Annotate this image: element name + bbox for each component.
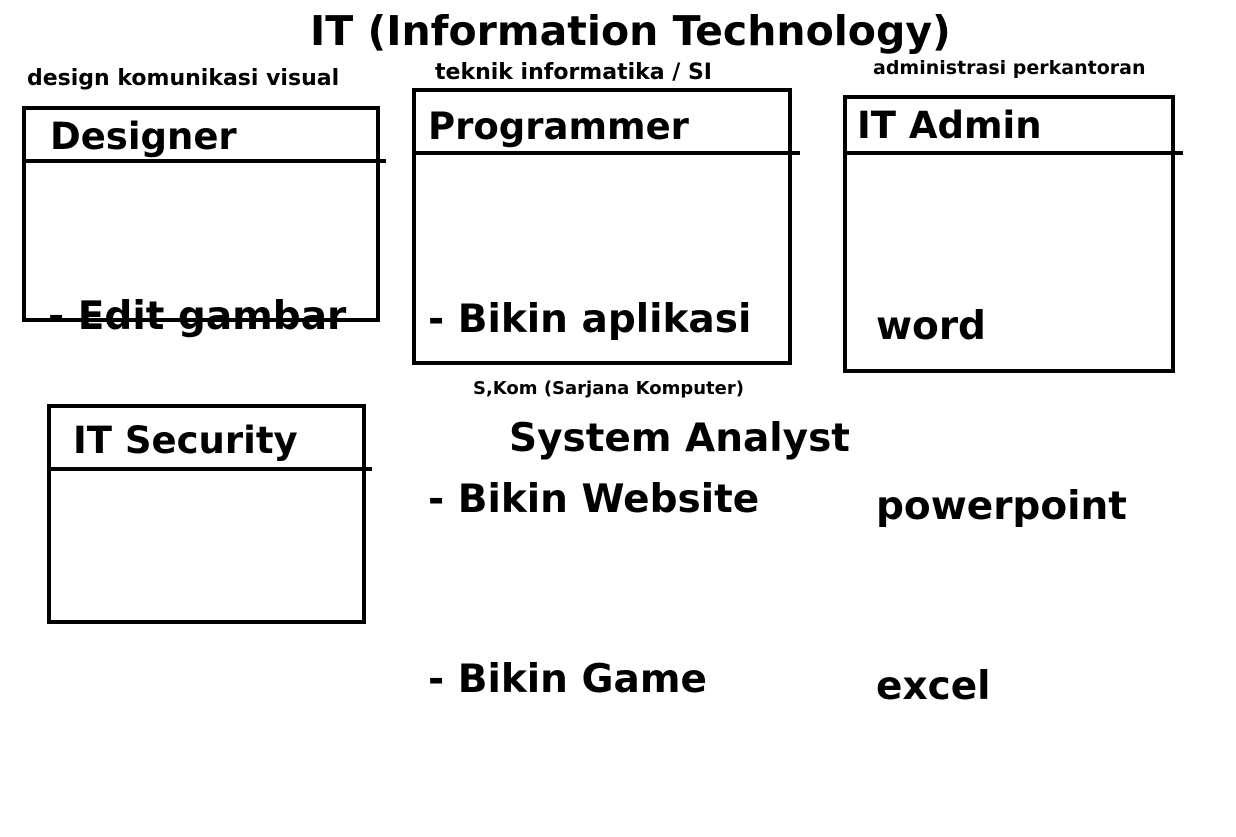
programmer-item: - Bikin Game <box>428 657 707 702</box>
programmer-items: - Bikin aplikasi - Bikin Website - Bikin… <box>428 170 759 830</box>
system-analyst-label: System Analyst <box>509 416 850 461</box>
it-admin-box: IT Admin word powerpoint excel <box>843 95 1183 709</box>
it-security-divider <box>47 467 372 471</box>
programmer-box: Programmer - Bikin aplikasi - Bikin Webs… <box>412 88 800 702</box>
programmer-item: - Bikin aplikasi <box>428 297 752 342</box>
it-security-heading: IT Security <box>73 419 298 462</box>
it-admin-item: excel <box>876 664 991 709</box>
programmer-item: - Bikin Website <box>428 477 760 522</box>
caption-design-komunikasi-visual: design komunikasi visual <box>27 66 340 91</box>
designer-box: Designer - Edit gambar potoshop <box>22 106 386 519</box>
it-security-box: IT Security <box>47 404 372 624</box>
caption-sarjana-komputer: S,Kom (Sarjana Komputer) <box>473 378 744 399</box>
it-admin-item: word <box>876 304 986 349</box>
it-admin-item: powerpoint <box>876 484 1127 529</box>
it-admin-divider <box>843 151 1183 155</box>
it-admin-heading: IT Admin <box>857 104 1042 147</box>
programmer-divider <box>412 151 800 155</box>
designer-divider <box>22 159 386 163</box>
designer-heading: Designer <box>50 115 237 158</box>
caption-administrasi-perkantoran: administrasi perkantoran <box>873 57 1146 79</box>
programmer-heading: Programmer <box>428 105 689 148</box>
caption-teknik-informatika: teknik informatika / SI <box>435 60 712 85</box>
diagram-title: IT (Information Technology) <box>310 7 951 55</box>
it-admin-items: word powerpoint excel <box>876 177 1127 837</box>
designer-item: - Edit gambar <box>48 294 347 339</box>
